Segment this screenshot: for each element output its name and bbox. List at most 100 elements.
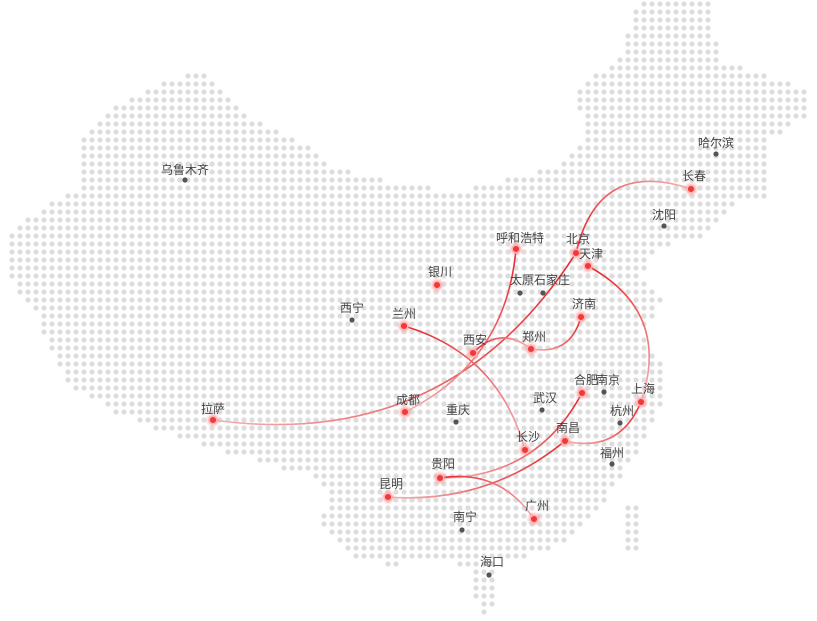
city-wuhan[interactable]: 武汉 — [533, 391, 557, 413]
city-kunming[interactable]: 昆明 — [379, 477, 403, 505]
map-dot — [449, 329, 455, 335]
map-dot — [577, 433, 583, 439]
map-dot — [529, 289, 535, 295]
map-dot — [481, 465, 487, 471]
city-lanzhou[interactable]: 兰州 — [392, 307, 416, 334]
map-dot — [313, 305, 319, 311]
map-dot — [265, 177, 271, 183]
map-dot — [665, 225, 671, 231]
map-dot — [353, 297, 359, 303]
map-dot — [649, 297, 655, 303]
city-nanchang[interactable]: 南昌 — [556, 420, 580, 449]
city-urumqi[interactable]: 乌鲁木齐 — [161, 162, 209, 183]
map-dot — [633, 257, 639, 263]
map-dot — [553, 529, 559, 535]
city-chongqing[interactable]: 重庆 — [446, 403, 470, 425]
map-dot — [625, 385, 631, 391]
map-dot — [129, 153, 135, 159]
city-shanghai[interactable]: 上海 — [631, 381, 655, 410]
city-guangzhou[interactable]: 广州 — [525, 499, 549, 527]
map-dot — [393, 185, 399, 191]
map-dot — [369, 537, 375, 543]
map-dot — [665, 233, 671, 239]
city-marker-highlight — [432, 280, 442, 290]
map-dot — [409, 249, 415, 255]
map-dot — [281, 193, 287, 199]
map-dot — [521, 393, 527, 399]
city-changchun[interactable]: 长春 — [682, 169, 706, 197]
map-dot — [553, 217, 559, 223]
map-dot — [393, 209, 399, 215]
city-xining[interactable]: 西宁 — [340, 300, 364, 323]
map-dot — [585, 345, 591, 351]
map-dot — [425, 417, 431, 423]
city-label: 重庆 — [446, 403, 470, 417]
city-hohhot[interactable]: 呼和浩特 — [496, 230, 544, 257]
city-lhasa[interactable]: 拉萨 — [201, 401, 225, 428]
city-beijing[interactable]: 北京 — [566, 232, 590, 261]
city-haikou[interactable]: 海口 — [480, 554, 504, 578]
map-dot — [281, 401, 287, 407]
map-dot — [633, 225, 639, 231]
city-label: 南京 — [596, 372, 620, 387]
city-nanjing[interactable]: 南京 — [596, 372, 620, 395]
city-shijiazhuang[interactable]: 石家庄 — [534, 272, 570, 296]
map-dot — [201, 169, 207, 175]
map-dot — [153, 129, 159, 135]
map-dot — [249, 153, 255, 159]
city-chengdu[interactable]: 成都 — [396, 393, 420, 420]
map-dot — [545, 257, 551, 263]
map-dot — [617, 193, 623, 199]
map-dot — [625, 57, 631, 63]
map-dot — [625, 545, 631, 551]
city-yinchuan[interactable]: 银川 — [428, 265, 452, 293]
map-dot — [249, 409, 255, 415]
city-hangzhou[interactable]: 杭州 — [610, 403, 634, 426]
map-dot — [345, 329, 351, 335]
city-harbin[interactable]: 哈尔滨 — [698, 135, 734, 157]
map-dot — [729, 177, 735, 183]
map-dot — [113, 129, 119, 135]
city-hefei[interactable]: 合肥 — [574, 372, 598, 401]
map-dot — [721, 137, 727, 143]
map-dot — [473, 585, 479, 591]
city-jinan[interactable]: 济南 — [572, 296, 596, 325]
map-dot — [377, 305, 383, 311]
map-dot — [425, 401, 431, 407]
city-xian[interactable]: 西安 — [463, 332, 487, 361]
map-dot — [369, 449, 375, 455]
map-dot — [673, 121, 679, 127]
map-dot — [113, 185, 119, 191]
map-dot — [577, 105, 583, 111]
map-dot — [449, 505, 455, 511]
map-dot — [225, 145, 231, 151]
map-dot — [105, 385, 111, 391]
map-dot — [209, 369, 215, 375]
map-dot — [113, 145, 119, 151]
map-dot — [249, 361, 255, 367]
city-guiyang[interactable]: 贵阳 — [431, 457, 455, 486]
city-zhengzhou[interactable]: 郑州 — [522, 329, 546, 357]
map-dot — [457, 209, 463, 215]
map-dot — [385, 233, 391, 239]
map-dot — [537, 313, 543, 319]
map-dot — [665, 1, 671, 7]
map-dot — [209, 337, 215, 343]
map-dot — [265, 185, 271, 191]
map-dot — [185, 329, 191, 335]
map-dot — [281, 409, 287, 415]
city-shenyang[interactable]: 沈阳 — [652, 207, 676, 229]
map-dot — [169, 81, 175, 87]
map-dot — [73, 313, 79, 319]
map-dot — [425, 313, 431, 319]
city-changsha[interactable]: 长沙 — [516, 430, 540, 458]
city-taiyuan[interactable]: 太原 — [510, 272, 534, 296]
map-dot — [369, 545, 375, 551]
map-dot — [569, 513, 575, 519]
city-nanning[interactable]: 南宁 — [453, 509, 477, 533]
city-fuzhou[interactable]: 福州 — [600, 445, 624, 467]
city-tianjin[interactable]: 天津 — [579, 247, 603, 274]
map-dot — [561, 337, 567, 343]
map-dot — [513, 465, 519, 471]
map-dot — [649, 241, 655, 247]
